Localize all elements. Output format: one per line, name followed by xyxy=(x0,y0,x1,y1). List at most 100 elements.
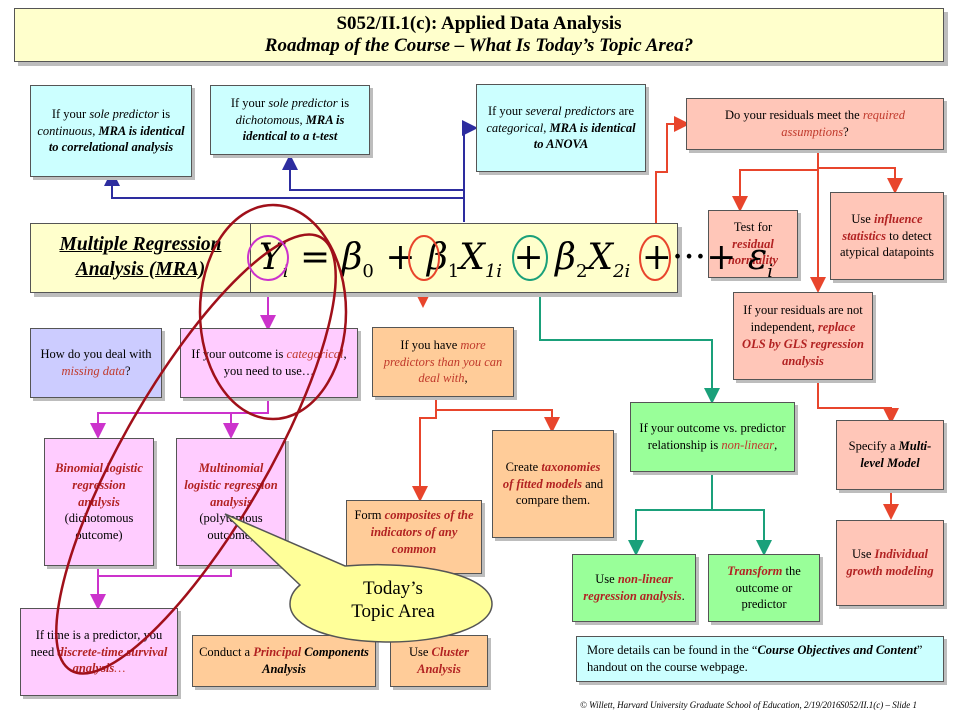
text-red-bold-italic: taxonomies of fitted models xyxy=(502,459,601,491)
text-red-bold-italic: Binomial logistic regression analysis xyxy=(55,460,143,509)
box-pca: Conduct a Principal Components Analysis xyxy=(192,635,376,687)
text: Use xyxy=(851,211,874,226)
text-red-bold-italic: discrete-time survival analysis xyxy=(57,644,168,676)
box-residual-normality: Test for residual normality xyxy=(708,210,798,278)
text: Do your residuals meet the xyxy=(725,108,863,123)
text-italic: dichotomous xyxy=(235,112,300,127)
eq-x1: X xyxy=(459,237,485,278)
header-subtitle: Roadmap of the Course – What Is Today’s … xyxy=(264,35,694,56)
box-categorical-predictors: If your several predictors are categoric… xyxy=(476,84,646,172)
box-individual-growth: Use Individual growth modeling xyxy=(836,520,944,606)
mra-label-line2: Analysis (MRA) xyxy=(75,259,206,280)
eq-plus: + xyxy=(385,237,416,278)
text-bold-italic: MRA is identical to a t-test xyxy=(242,112,345,144)
text-bold-italic: MRA is identical to correlational analys… xyxy=(48,123,185,155)
text-red-italic: missing data xyxy=(61,364,125,378)
box-composites: Form composites of the indicators of any… xyxy=(346,500,482,574)
text: Use xyxy=(851,547,875,562)
text: is xyxy=(158,106,171,121)
box-cluster-analysis: Use Cluster Analysis xyxy=(390,635,488,687)
header-banner: S052/II.1(c): Applied Data Analysis Road… xyxy=(14,8,944,62)
text-italic: several predictors xyxy=(525,103,616,118)
text-red-bold-italic: residual normality xyxy=(727,236,778,268)
text: , xyxy=(774,438,778,452)
eq-epsilon: ε xyxy=(747,237,768,278)
text-red-italic: categorical xyxy=(286,347,344,362)
text-red-italic: … xyxy=(114,661,126,676)
box-survival-analysis: If time is a predictor, you need discret… xyxy=(20,608,178,696)
eq-beta1: β xyxy=(426,237,448,278)
text: More details can be found in the “ xyxy=(587,643,758,658)
text: ? xyxy=(843,125,849,139)
text-red-bold-italic: Principal xyxy=(253,645,302,660)
box-gls-regression: If your residuals are not independent, r… xyxy=(733,292,873,380)
mra-label: Multiple Regression Analysis (MRA) xyxy=(31,224,251,292)
text: the outcome or predictor xyxy=(735,563,801,612)
text: and compare them. xyxy=(515,476,604,508)
box-binomial-logistic: Binomial logistic regression analysis (d… xyxy=(44,438,154,566)
text: If your xyxy=(230,95,269,110)
text-red-italic: more predictors than you can deal with xyxy=(383,337,503,386)
text-red-bold-italic: composites of the indicators of any comm… xyxy=(370,508,474,556)
eq-sub: i xyxy=(767,261,773,283)
box-taxonomies: Create taxonomies of fitted models and c… xyxy=(492,430,614,538)
callout-text: Today’s Topic Area xyxy=(300,577,486,623)
text-italic: sole predictor xyxy=(268,95,338,110)
text: , xyxy=(464,371,468,386)
eq-sub: 2 xyxy=(575,261,588,283)
text: is xyxy=(337,95,350,110)
box-categorical-outcome: If your outcome is categorical, you need… xyxy=(180,328,358,398)
text: ? xyxy=(125,364,131,378)
text: If you have xyxy=(400,337,461,352)
text: If your residuals are not independent, xyxy=(743,303,863,335)
text: If your outcome is xyxy=(191,347,287,362)
text-italic: continuous xyxy=(37,123,93,138)
eq-plus: + xyxy=(513,237,544,278)
eq-x2: X xyxy=(587,237,614,278)
text: If your outcome vs. predictor relationsh… xyxy=(639,421,786,452)
callout-line2: Topic Area xyxy=(351,601,435,622)
box-missing-data: How do you deal with missing data? xyxy=(30,328,162,398)
text: How do you deal with xyxy=(40,347,152,362)
text: , xyxy=(92,123,99,138)
text-red-italic: non-linear xyxy=(721,438,775,452)
text-bold-italic: Course Objectives and Content xyxy=(757,643,917,658)
callout-line1: Today’s xyxy=(363,578,423,599)
mra-equation: Yi = β0 + β1X1i + β2X2i +···+ εi xyxy=(259,230,773,286)
text: Create xyxy=(505,459,542,474)
text-italic: categorical xyxy=(486,120,544,135)
footer-slide-number: S052/II.1(c) – Slide 1 xyxy=(840,700,917,710)
box-dichotomous-predictor: If your sole predictor is dichotomous, M… xyxy=(210,85,370,155)
text: , xyxy=(543,120,550,135)
eq-beta2: β xyxy=(555,237,576,278)
eq-sub: 0 xyxy=(362,261,374,283)
box-influence-statistics: Use influence statistics to detect atypi… xyxy=(830,192,944,280)
box-more-predictors: If you have more predictors than you can… xyxy=(372,327,514,397)
box-residual-assumptions: Do your residuals meet the required assu… xyxy=(686,98,944,150)
eq-sub: 1 xyxy=(447,261,460,283)
text: If your xyxy=(51,106,90,121)
eq-sub: i xyxy=(282,261,289,283)
text: Form xyxy=(354,508,385,522)
text-bold-italic: Multi-level Model xyxy=(860,439,932,470)
eq-sub: 1i xyxy=(484,261,503,283)
eq-y: Y xyxy=(259,237,283,278)
box-multinomial-logistic: Multinomial logistic regression analysis… xyxy=(176,438,286,566)
eq-equals: = xyxy=(299,237,331,278)
box-course-details: More details can be found in the “Course… xyxy=(576,636,944,682)
text: ” handout on the course webpage. xyxy=(587,643,923,674)
box-transform: Transform the outcome or predictor xyxy=(708,554,820,622)
text-red-bold-italic: Cluster Analysis xyxy=(417,645,470,676)
text: Specify a xyxy=(848,439,899,454)
text: Test for xyxy=(733,219,773,234)
text: (dichotomous outcome) xyxy=(64,511,134,543)
text-red-bold-italic: influence statistics xyxy=(842,211,923,243)
text: Use xyxy=(408,645,432,660)
text-italic: sole predictor xyxy=(89,106,159,121)
text: If your xyxy=(487,103,526,118)
text: Conduct a xyxy=(199,645,254,660)
box-continuous-predictor: If your sole predictor is continuous, MR… xyxy=(30,85,192,177)
header-title: S052/II.1(c): Applied Data Analysis xyxy=(336,13,622,34)
text: . xyxy=(681,589,685,603)
text-red-bold-italic: Individual growth modeling xyxy=(846,547,934,578)
